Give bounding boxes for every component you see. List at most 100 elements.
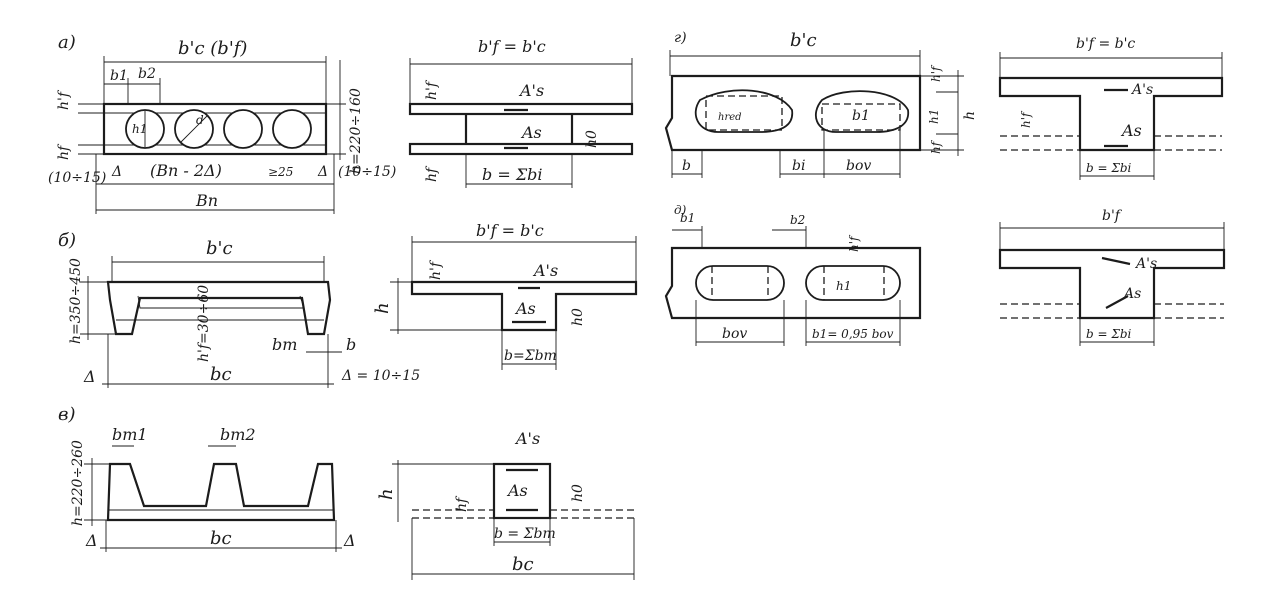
- panel-g-hf-bottom: hf: [929, 139, 943, 154]
- panel-d-bov: bov: [722, 326, 747, 342]
- panel-b-hf: h'f=30÷60: [196, 285, 212, 362]
- panel-b-section-as-top: A's: [532, 261, 558, 280]
- panel-d-b2: b2: [790, 213, 805, 227]
- panel-b-section-h0: h0: [570, 308, 586, 326]
- panel-a-section: b'f = b'c A's As h'f hf h0 b = Σbi: [408, 37, 634, 188]
- panel-b-section-h: h: [372, 302, 393, 314]
- panel-g-hole-1: [694, 89, 794, 133]
- panel-b-b: b: [346, 335, 356, 354]
- panel-d-h1: h1: [836, 279, 851, 293]
- panel-g-b1: b1: [852, 108, 870, 124]
- panel-d-letter: д): [674, 203, 687, 217]
- panel-v-outline: [106, 462, 336, 522]
- panel-b: б) b'c h=350÷450 h'f=30÷60 bm b bc Δ Δ =…: [58, 230, 420, 388]
- panel-v-delta-left: Δ: [85, 531, 98, 550]
- panel-g-h1: h1: [927, 109, 941, 124]
- panel-d: д) b1 b2 h'f h1 bov b1= 0,95 bov: [664, 203, 922, 346]
- panel-v-delta-right: Δ: [343, 531, 356, 550]
- panel-v-section-web: b = Σbm: [494, 526, 556, 542]
- panel-b-top-width: b'c: [206, 238, 233, 259]
- panel-a-section-h0: h0: [584, 130, 600, 148]
- panel-a-slab: [102, 102, 328, 156]
- panel-a-side-left: (10÷15): [48, 170, 106, 186]
- panel-d-hole-2: [805, 265, 901, 301]
- panel-a-b1: b1: [110, 68, 128, 84]
- panel-b-section-top: b'f = b'c: [476, 221, 544, 240]
- panel-v-section-as-top: A's: [514, 429, 540, 448]
- panel-a-delta-left: Δ: [111, 164, 122, 180]
- panel-a-b2: b2: [138, 66, 156, 82]
- panel-g-section-web: b = Σbi: [1086, 161, 1132, 175]
- panel-v-bm1: bm1: [112, 425, 148, 444]
- panel-a-h1: h1: [132, 122, 147, 136]
- panel-d-section-as-top: A's: [1134, 256, 1157, 272]
- panel-g-section-as-top: A's: [1130, 82, 1153, 98]
- panel-b-section-hf: h'f: [428, 259, 444, 280]
- panel-g-section-outline: [998, 76, 1224, 152]
- panel-a-letter: a): [58, 32, 76, 53]
- panel-b-bm: bm: [272, 335, 297, 354]
- panel-v-section-as-bottom: As: [506, 481, 528, 500]
- panel-g-section-top: b'f = b'c: [1076, 36, 1135, 52]
- panel-v-bottom: bc: [210, 528, 232, 549]
- panel-a-ge25: ≥25: [268, 165, 293, 179]
- panel-a-hf-top: h'f: [56, 89, 72, 110]
- panel-v-section-hf: hf: [454, 495, 470, 512]
- panel-d-hole-1: [695, 265, 785, 301]
- panel-g-h: h: [962, 111, 978, 120]
- panel-d-section-as-bottom: As: [1122, 286, 1141, 302]
- panel-a-height: h=220÷160: [348, 88, 364, 174]
- panel-g-section-hf: h'f: [1019, 110, 1033, 128]
- panel-a-section-hf-bottom: hf: [424, 165, 440, 182]
- panel-g-hole-2: [814, 90, 910, 133]
- panel-d-section: b'f A's As b = Σbi: [998, 208, 1226, 346]
- panel-a-top-width: b'c (b'f): [178, 38, 247, 59]
- panel-b-delta: Δ: [83, 367, 96, 386]
- panel-g-section-as-bottom: As: [1120, 121, 1142, 140]
- panel-g-section: b'f = b'c A's As h'f b = Σbi: [998, 36, 1224, 180]
- panel-b-delta-range: Δ = 10÷15: [341, 368, 420, 384]
- panel-v-section-h: h: [376, 488, 397, 500]
- panel-v-height: h=220÷260: [70, 440, 86, 526]
- panel-v-section-h0: h0: [570, 484, 586, 502]
- panel-a-section-web: b = Σbi: [482, 165, 543, 184]
- panel-v-section: A's As h hf h0 b = Σbm bc: [376, 429, 635, 580]
- panel-g-b: b: [682, 158, 691, 174]
- panel-a-section-as-top: A's: [518, 81, 544, 100]
- panel-g-bi: bi: [792, 158, 805, 174]
- panel-a: a) b'c (b'f) b1 b2 h1 d h'f hf: [48, 32, 396, 214]
- panel-v-section-web-rect: [492, 462, 552, 520]
- panel-d-outline: [664, 246, 922, 320]
- panel-b-height: h=350÷450: [68, 258, 84, 344]
- panel-b-section: b'f = b'c h'f h A's As h0 b=Σbm: [372, 221, 638, 370]
- panel-b-section-as-bottom: As: [514, 299, 536, 318]
- panel-a-d: d: [196, 113, 204, 127]
- panel-d-hf: h'f: [847, 234, 861, 252]
- panel-a-bottom-total: Bn: [195, 191, 218, 210]
- hole-3: [223, 109, 263, 149]
- panel-v-bm2: bm2: [220, 425, 256, 444]
- panel-g-hred: hred: [718, 112, 742, 123]
- panel-d-beq: b1= 0,95 bov: [812, 327, 894, 341]
- panel-g-top-width: b'c: [790, 30, 817, 51]
- panel-g-letter: г): [674, 30, 687, 46]
- panel-b-letter: б): [58, 230, 76, 251]
- panel-a-section-as-bottom: As: [520, 123, 542, 142]
- panel-a-hf-bottom: hf: [56, 143, 72, 160]
- panel-b-bottom: bc: [210, 364, 232, 385]
- panel-b-section-web: b=Σbm: [504, 348, 557, 364]
- panel-d-section-top: b'f: [1102, 208, 1123, 224]
- panel-v-section-bottom: bc: [512, 554, 534, 575]
- panel-g-hf: h'f: [929, 64, 943, 82]
- panel-v: в) bm1 bm2 h=220÷260 bc Δ Δ: [58, 404, 356, 552]
- panel-d-b1: b1: [680, 211, 695, 225]
- panel-a-section-top: b'f = b'c: [478, 37, 546, 56]
- panel-g-bov: bov: [846, 158, 871, 174]
- panel-g: г) b'c hred b1 h'f h1 h hf b bi bov: [664, 30, 978, 178]
- panel-a-bottom-inner: (Bn - 2Δ): [150, 161, 222, 180]
- panel-a-section-hf-top: h'f: [424, 79, 440, 100]
- panel-v-letter: в): [58, 404, 76, 425]
- panel-d-section-web: b = Σbi: [1086, 327, 1132, 341]
- hole-4: [272, 109, 312, 149]
